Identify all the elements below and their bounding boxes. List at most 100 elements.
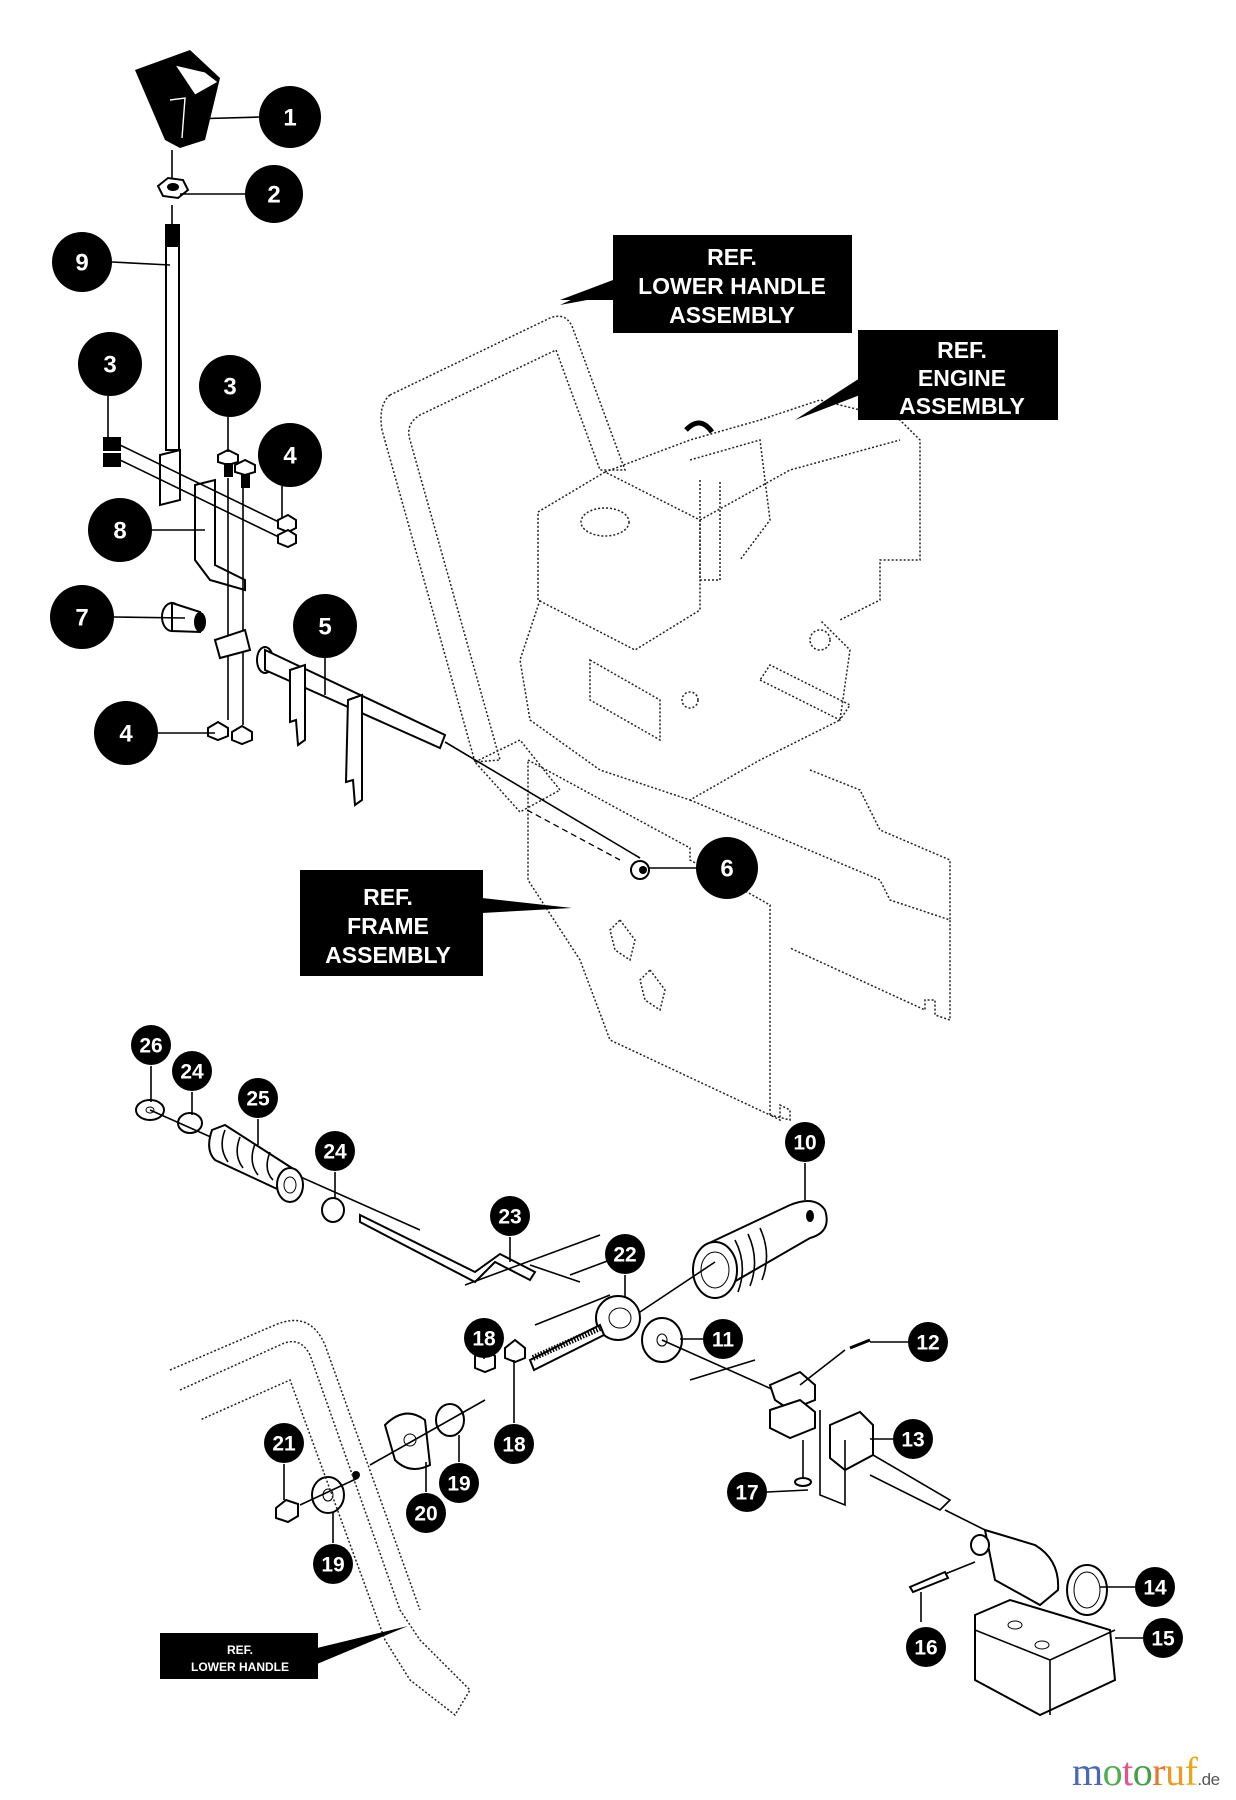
callout-number: 17 [735,1482,758,1505]
watermark-letter: f [1184,1749,1198,1794]
ref-label-line: LOWER HANDLE [191,1660,289,1674]
bracket-and-bolts [103,437,297,725]
callout-number: 21 [272,1433,296,1456]
motoruf-watermark: motoruf.de [1072,1748,1220,1795]
callout-circle [727,1472,767,1512]
callout-number: 22 [613,1244,636,1267]
callout-number: 9 [75,250,88,277]
callout-19b: 19 [313,1544,353,1584]
ref-label-line: REF. [227,1643,253,1657]
watermark-letter: o [1132,1749,1153,1794]
callout-circle [1143,1618,1183,1658]
callout-circle [78,332,142,396]
callout-12: 12 [908,1322,948,1362]
callout-circle [464,1318,504,1358]
callout-circle [696,837,758,899]
callout-23: 23 [490,1196,530,1236]
callout-circle [785,1122,825,1162]
callout-number: 19 [321,1554,344,1577]
callout-17: 17 [727,1472,767,1512]
ref-label-line: ASSEMBLY [899,393,1025,419]
callout-number: 26 [139,1035,162,1058]
callout-number: 1 [283,105,296,132]
watermark-letter: u [1165,1749,1185,1794]
callout-9: 9 [52,232,112,292]
callout-circle [1135,1567,1175,1607]
callout-number: 11 [712,1329,735,1352]
callout-circle [264,1423,304,1463]
callout-circle [199,355,261,417]
callout-7: 7 [50,585,114,649]
callout-26: 26 [131,1025,171,1065]
callout-circle [315,1131,355,1171]
frame-assembly-drawing [526,758,951,1122]
washer-24b [321,1197,345,1223]
ref-lower-handle: REF. LOWER HANDLE [160,1626,408,1679]
callout-number: 16 [914,1637,937,1660]
callout-circle [490,1196,530,1236]
callout-number: 19 [447,1473,470,1496]
ref-engine-assembly: REF. ENGINE ASSEMBLY [795,330,1058,420]
callout-circle [50,585,114,649]
callout-number: 6 [720,856,733,883]
ref-label-line: REF. [707,244,757,270]
callout-3b: 3 [199,355,261,417]
callout-25: 25 [238,1078,278,1118]
watermark-letter: r [1152,1749,1166,1794]
callout-3a: 3 [78,332,142,396]
callout-circle [94,701,158,765]
callout-number: 3 [103,352,116,379]
callout-16: 16 [906,1627,946,1667]
callout-13: 13 [893,1419,933,1459]
clevis-and-switch [768,1338,986,1531]
eye-bolt-22 [528,1295,641,1372]
callout-number: 4 [283,443,297,470]
spring-boot-25 [208,1123,304,1203]
shift-rod [165,224,180,451]
callout-number: 15 [1151,1628,1175,1651]
callout-20: 20 [406,1493,446,1533]
ref-frame-assembly: REF. FRAME ASSEMBLY [300,870,572,976]
shift-shaft-5 [213,628,447,807]
callout-10: 10 [785,1122,825,1162]
callout-circle [88,498,152,562]
pin-16 [908,1561,976,1622]
callout-number: 12 [916,1332,939,1355]
callout-14: 14 [1135,1567,1175,1607]
shift-knob [135,50,220,148]
callout-circle [703,1319,743,1359]
ref-lower-handle-assembly: REF. LOWER HANDLE ASSEMBLY [560,235,852,333]
watermark-letter: o [1102,1749,1123,1794]
nut-21 [275,1498,299,1524]
callout-11: 11 [703,1319,743,1359]
callout-number: 18 [502,1434,526,1457]
mount-block-15 [974,1598,1117,1717]
callout-circle [605,1234,645,1274]
ref-label-line: REF. [937,337,987,363]
ref-label-line: ENGINE [918,365,1006,391]
lower-handle-assembly-drawing [380,315,627,813]
callout-19a: 19 [439,1463,479,1503]
callout-circle [313,1544,353,1584]
cylinder-14 [970,1528,1108,1616]
callout-18b: 18 [494,1424,534,1464]
callout-circle [906,1627,946,1667]
engine-assembly-drawing [519,399,921,801]
watermark-letter: t [1122,1749,1133,1794]
callout-number: 2 [267,182,280,209]
callout-22: 22 [605,1234,645,1274]
callout-number: 8 [113,518,126,545]
washer-24a [177,1112,203,1134]
callout-8: 8 [88,498,152,562]
handle-10 [692,1200,828,1299]
callout-6: 6 [696,837,758,899]
callout-number: 23 [498,1206,521,1229]
callout-number: 20 [414,1503,437,1526]
ref-label-line: ASSEMBLY [325,942,451,968]
callout-number: 18 [472,1328,496,1351]
callout-number: 25 [246,1088,270,1111]
callout-1: 1 [259,86,321,148]
ref-label-line: FRAME [347,913,429,939]
